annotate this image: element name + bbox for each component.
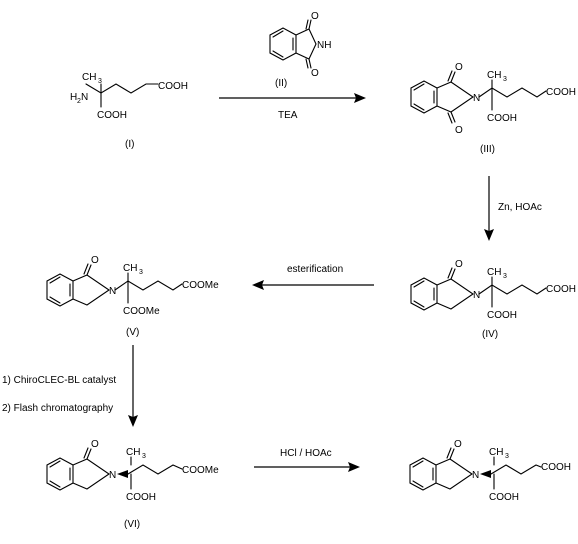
carbonyl-o-top: O bbox=[455, 62, 463, 73]
lactam-n: N bbox=[473, 290, 480, 301]
nh2-subscript: 2 bbox=[77, 98, 81, 105]
compound-label-IV: (IV) bbox=[482, 329, 498, 340]
cooh-side-chain: COOH bbox=[546, 87, 576, 98]
lactam-n: N bbox=[472, 470, 479, 481]
compound-label-VI: (VI) bbox=[124, 519, 140, 530]
arrow-step-2: Zn, HOAc bbox=[484, 176, 542, 241]
compound-II: O NH O (II) bbox=[269, 11, 331, 89]
imide-nh: NH bbox=[317, 40, 331, 51]
ch3-label: CH bbox=[489, 447, 503, 458]
ch3-subscript: 3 bbox=[505, 453, 509, 460]
compound-label-II: (II) bbox=[275, 78, 287, 89]
cooh-side-chain: COOH bbox=[541, 462, 571, 473]
carbonyl-o: O bbox=[91, 255, 99, 266]
ester-alpha: COOMe bbox=[123, 306, 160, 317]
compound-V: O N CH 3 COOMe COOMe (V) bbox=[46, 255, 219, 338]
carbonyl-o-bottom: O bbox=[455, 125, 463, 136]
ch3-subscript: 3 bbox=[98, 78, 102, 85]
reagent-flash-chromatography: 2) Flash chromatography bbox=[2, 403, 113, 414]
cooh-alpha: COOH bbox=[487, 310, 517, 321]
compound-IV: O N CH 3 COOH COOH (IV) bbox=[410, 259, 576, 340]
compound-label-III: (III) bbox=[480, 144, 495, 155]
ch3-label: CH bbox=[82, 72, 96, 83]
ch3-label: CH bbox=[126, 447, 140, 458]
reagent-hcl-hoac: HCl / HOAc bbox=[280, 448, 332, 459]
compound-VI: O N CH 3 COOMe COOH (VI) bbox=[46, 439, 219, 530]
cooh-alpha: COOH bbox=[97, 110, 127, 121]
carbonyl-o: O bbox=[454, 439, 462, 450]
compound-final: O N CH 3 COOH COOH bbox=[409, 439, 571, 503]
ch3-label: CH bbox=[487, 70, 501, 81]
ch3-subscript: 3 bbox=[503, 273, 507, 280]
ester-side-chain: COOMe bbox=[182, 465, 219, 476]
arrow-step-1: TEA bbox=[219, 93, 366, 121]
cooh-alpha: COOH bbox=[489, 492, 519, 503]
ch3-label: CH bbox=[487, 267, 501, 278]
carbonyl-o: O bbox=[91, 439, 99, 450]
compound-label-I: (I) bbox=[125, 139, 134, 150]
cooh-alpha: COOH bbox=[487, 113, 517, 124]
imide-n: N bbox=[473, 93, 480, 104]
ch3-label: CH bbox=[123, 263, 137, 274]
carbonyl-o-top: O bbox=[311, 11, 319, 22]
arrow-step-4: 1) ChiroCLEC-BL catalyst 2) Flash chroma… bbox=[2, 345, 138, 427]
lactam-n: N bbox=[109, 286, 116, 297]
lactam-n: N bbox=[109, 470, 116, 481]
carbonyl-o: O bbox=[455, 259, 463, 270]
carbonyl-o-bottom: O bbox=[311, 68, 319, 79]
reagent-zn-hoac: Zn, HOAc bbox=[498, 202, 542, 213]
arrow-step-5: HCl / HOAc bbox=[254, 448, 360, 472]
ch3-subscript: 3 bbox=[139, 269, 143, 276]
compound-I: CH 3 H 2 N COOH COOH (I) bbox=[70, 72, 188, 150]
reagent-tea: TEA bbox=[278, 110, 298, 121]
ch3-subscript: 3 bbox=[142, 453, 146, 460]
arrow-step-3: esterification bbox=[252, 264, 374, 290]
compound-III: O O N CH 3 COOH COOH (III) bbox=[410, 62, 576, 155]
compound-label-V: (V) bbox=[126, 327, 139, 338]
cooh-alpha: COOH bbox=[126, 492, 156, 503]
ch3-subscript: 3 bbox=[503, 76, 507, 83]
cooh-side-chain: COOH bbox=[546, 284, 576, 295]
ester-side-chain: COOMe bbox=[182, 280, 219, 291]
reagent-chiroclec: 1) ChiroCLEC-BL catalyst bbox=[2, 375, 116, 386]
cooh-side-chain: COOH bbox=[158, 81, 188, 92]
reagent-esterification: esterification bbox=[287, 264, 343, 275]
nh2-h: H bbox=[70, 92, 77, 103]
nh2-n: N bbox=[81, 92, 88, 103]
